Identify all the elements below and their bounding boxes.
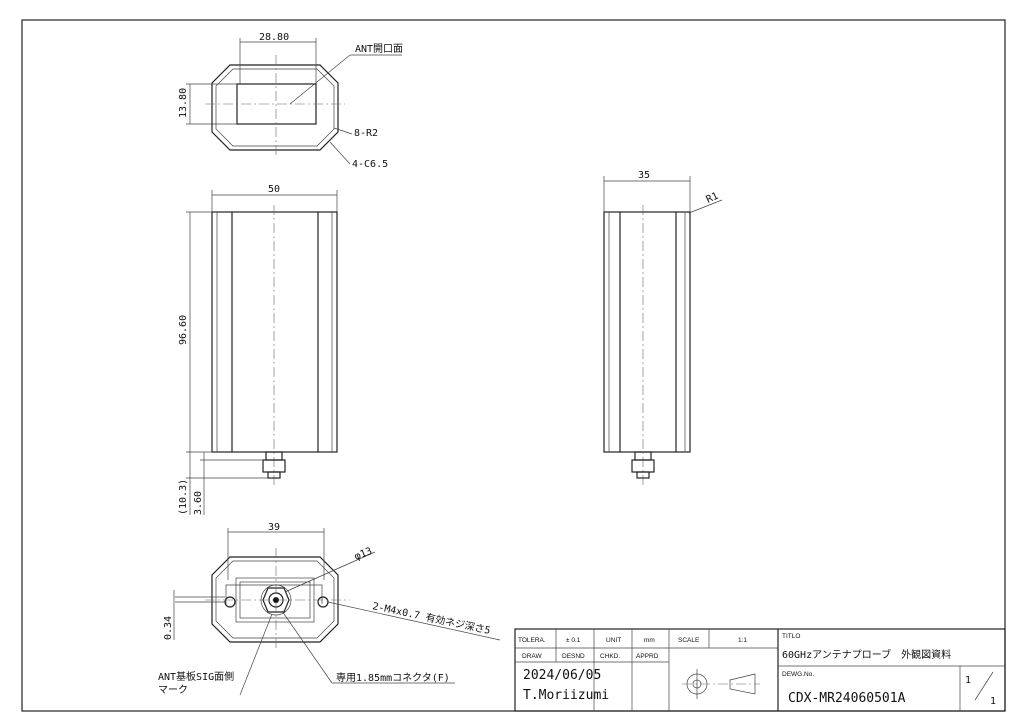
drawer-name: T.Moriizumi <box>523 688 609 703</box>
draw-label: DRAW <box>522 653 542 660</box>
bottom-dim-offset: 0.34 <box>163 616 174 640</box>
front-dim-width: 50 <box>268 184 280 195</box>
drawing-title: 60GHzアンテナプローブ 外観図資料 <box>782 648 951 661</box>
chkd-label: CHKD. <box>600 653 620 660</box>
bottom-view: 39 φ13 0.34 2-M4x0.7 有効ネジ深さ5 専用1.85mmコネク… <box>158 522 501 696</box>
unit-label: UNIT <box>606 637 621 644</box>
top-label-opening: ANT開口面 <box>355 43 403 55</box>
side-dim-width: 35 <box>638 170 650 181</box>
sheet-number: 1 <box>965 675 971 686</box>
front-dim-total: (10.3) <box>178 479 189 515</box>
bottom-label-mark-1: ANT基板SIG面側 <box>158 670 234 683</box>
desnd-label: DESND <box>562 653 585 660</box>
top-view: 28.80 13.80 ANT開口面 8-R2 4-C6.5 <box>178 32 403 170</box>
bottom-label-threads: 2-M4x0.7 有効ネジ深さ5 <box>371 599 491 637</box>
top-label-chamfer: 4-C6.5 <box>352 159 388 170</box>
top-dim-height: 13.80 <box>178 88 189 118</box>
tolera-label: TOLERA. <box>518 637 546 644</box>
bottom-dim-width: 39 <box>268 522 280 533</box>
top-label-radius: 8-R2 <box>354 128 378 139</box>
front-dim-connector: 3.60 <box>193 491 204 515</box>
title-block: TOLERA. ± 0.1 UNIT mm SCALE 1:1 DRAW DES… <box>514 628 1006 712</box>
scale-label: SCALE <box>678 637 700 644</box>
side-label-radius: R1 <box>705 191 721 206</box>
front-dim-height: 96.60 <box>178 315 189 345</box>
bottom-dim-diameter: φ13 <box>353 546 374 563</box>
top-dim-width: 28.80 <box>259 32 289 43</box>
bottom-label-mark-2: マーク <box>158 684 188 696</box>
tolera-value: ± 0.1 <box>566 637 581 644</box>
dwg-number: CDX-MR24060501A <box>788 691 906 706</box>
projection-symbol <box>682 669 760 699</box>
apprd-label: APPRD <box>636 653 659 660</box>
side-view: 35 R1 <box>603 170 723 485</box>
draw-date: 2024/06/05 <box>523 668 601 683</box>
bottom-label-connector: 専用1.85mmコネクタ(F) <box>336 672 450 684</box>
sheet-total: 1 <box>990 696 996 707</box>
dwg-no-label: DEWG.No. <box>782 671 814 678</box>
title-label: TITLO <box>782 633 800 640</box>
front-view: 50 96.60 (10.3) 3.60 <box>178 184 338 515</box>
scale-value: 1:1 <box>738 637 747 644</box>
unit-value: mm <box>644 637 655 644</box>
sheet-border <box>21 19 1006 712</box>
